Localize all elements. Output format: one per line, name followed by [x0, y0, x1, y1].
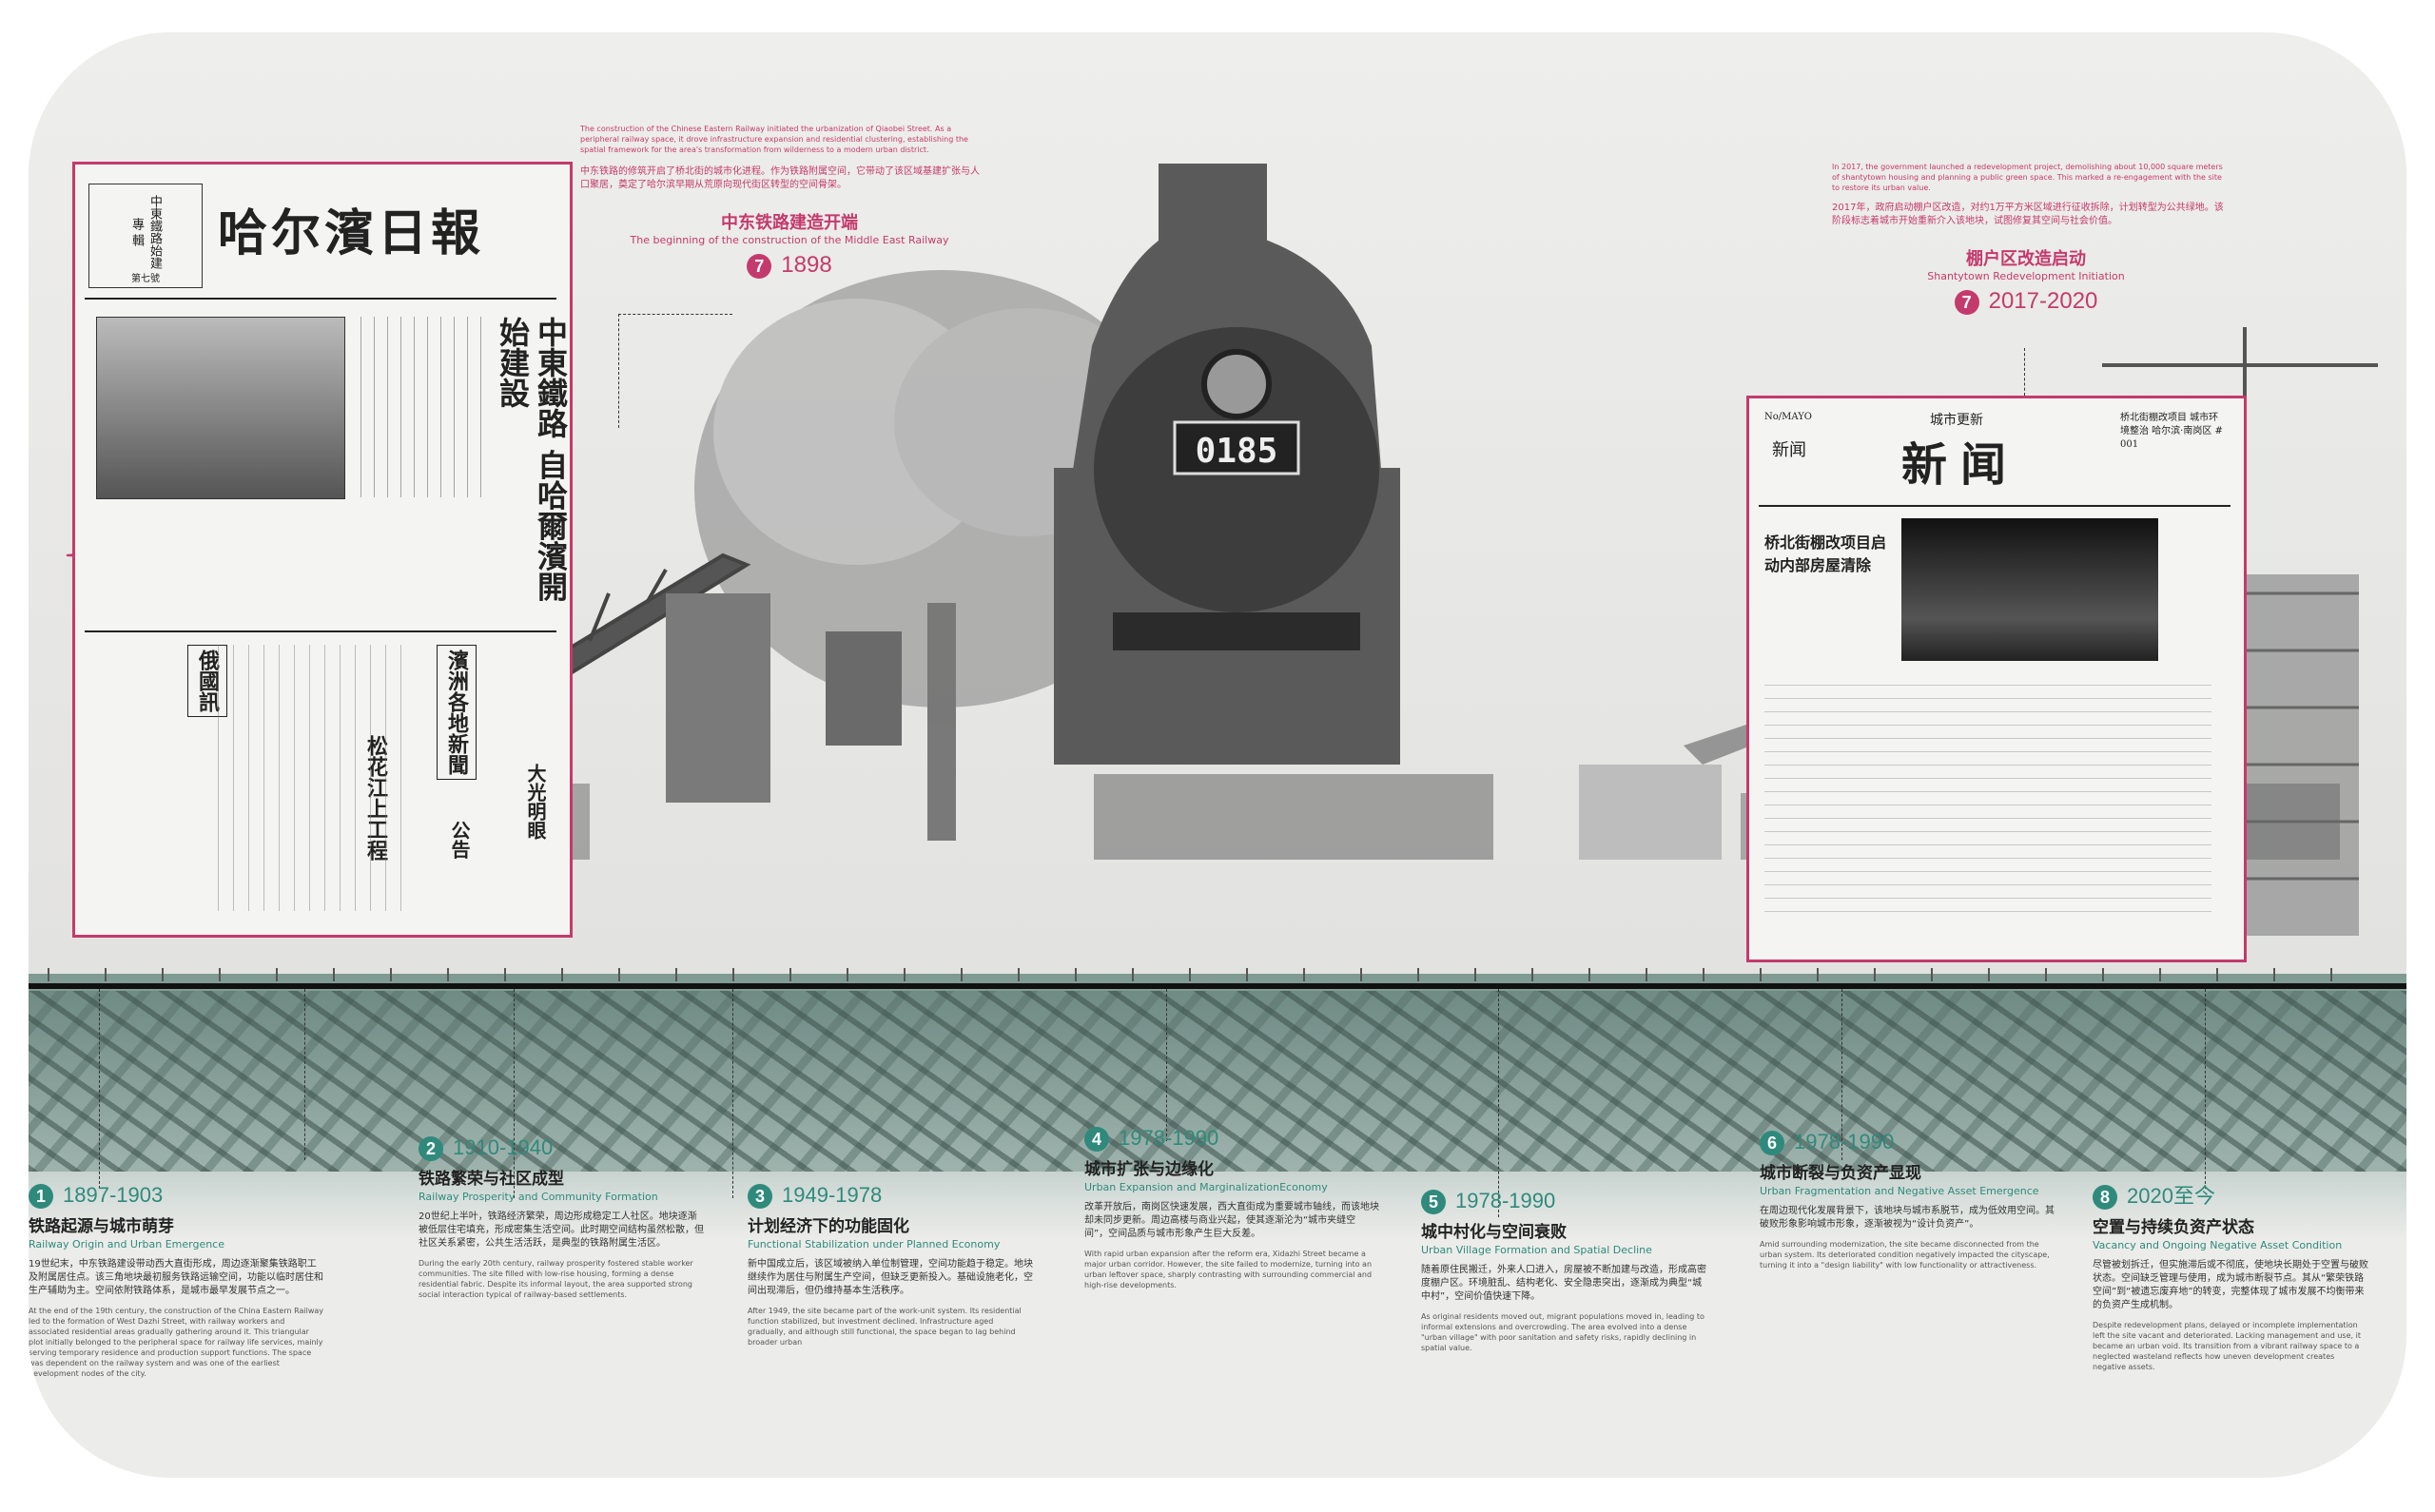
era-2-year: 1910-1940	[453, 1135, 554, 1159]
era-2: 2 1910-1940 铁路繁荣与社区成型 Railway Prosperity …	[419, 1135, 704, 1300]
callout-2017-note-cn: 2017年，政府启动棚户区改造，对约1万平方米区域进行征收拆除，计划转型为公共绿…	[1832, 203, 2224, 226]
masthead: 哈尔濱日報	[218, 204, 485, 262]
era-3: 3 1949-1978 计划经济下的功能固化 Functional Stabili…	[748, 1183, 1033, 1347]
era-3-title-en: Functional Stabilization under Planned E…	[748, 1238, 1001, 1251]
callout-1898-title-en: The beginning of the construction of the…	[630, 234, 949, 246]
era-3-number: 3	[748, 1184, 772, 1210]
night-demolition-photo	[1901, 518, 2158, 661]
era-6-number: 6	[1760, 1131, 1784, 1156]
era-3-title-cn: 计划经济下的功能固化	[748, 1217, 909, 1237]
callout-1898-title-cn: 中东铁路建造开端	[721, 213, 858, 233]
era-5-number: 5	[1421, 1190, 1446, 1215]
era-6: 6 1978-1990 城市断裂与负资产显现 Urban Fragmentatio…	[1760, 1130, 2055, 1270]
era-1-body-en: At the end of the 19th century, the cons…	[29, 1307, 323, 1379]
brick-building-image	[666, 593, 770, 803]
headline: 中東鐵路 自哈爾濱開始建設	[495, 317, 569, 602]
callout-1898: 中东铁路建造开端 The beginning of the constructi…	[599, 209, 980, 279]
era-6-body-cn: 在周边现代化发展背景下，该地块与城市系脱节，成为低效用空间。其破败形象影响城市形…	[1760, 1206, 2055, 1231]
era-3-year: 1949-1978	[782, 1183, 883, 1207]
leader-1898	[618, 314, 732, 315]
era-5-body-en: As original residents moved out, migrant…	[1421, 1312, 1704, 1353]
era-1-title-en: Railway Origin and Urban Emergence	[29, 1238, 224, 1251]
station-building-image	[1579, 765, 1722, 860]
leader-2017	[2024, 348, 2025, 396]
locomotive-image: 0185	[1054, 164, 1400, 765]
era-8-title-en: Vacancy and Ongoing Negative Asset Condi…	[2093, 1239, 2343, 1252]
era-8: 8 2020至今 空置与持续负资产状态 Vacancy and Ongoing N…	[2093, 1179, 2368, 1372]
era-6-title-en: Urban Fragmentation and Negative Asset E…	[1760, 1185, 2039, 1198]
timeline-ticks	[48, 968, 2368, 981]
callout-2017-number: 7	[1954, 289, 1979, 315]
paper-subtitle: 城市更新	[1930, 413, 1983, 428]
era-2-title-cn: 铁路繁荣与社区成型	[419, 1170, 564, 1190]
board: 0185 中東鐵路始建 專 輯 第七號 哈尔濱日報 中東鐵路 自哈爾濱開始建設 …	[29, 32, 2406, 1478]
callout-2017-year: 2017-2020	[1988, 288, 2098, 314]
era-5: 5 1978-1990 城中村化与空间衰败 Urban Village Forma…	[1421, 1189, 1706, 1353]
issue-label: 第七號	[131, 274, 160, 284]
era-6-body-en: Amid surrounding modernization, the site…	[1760, 1240, 2050, 1270]
era-6-year: 1978-1990	[1794, 1130, 1895, 1153]
era-1-number: 1	[29, 1184, 53, 1210]
era-8-year: 2020至今	[2127, 1184, 2215, 1208]
era-2-body-cn: 20世纪上半叶，铁路经济繁荣，周边形成稳定工人社区。地块逐渐被低层住宅填充，形成…	[419, 1212, 704, 1250]
newspaper-2017: No/MAYO 新闻 城市更新 新闻 桥北街棚改项目 城市环境整治 哈尔滨·南岗…	[1746, 396, 2247, 962]
paper-right-box: 桥北街棚改项目 城市环境整治 哈尔滨·南岗区 # 001	[2120, 413, 2223, 450]
locomotive-number: 0185	[1196, 432, 1278, 471]
era-5-body-cn: 随着原住民搬迁，外来人口进入，房屋被不断加建与改造，形成高密度棚户区。环境脏乱、…	[1421, 1265, 1706, 1303]
era-8-body-cn: 尽管被划拆迁，但实施滞后或不彻底，使地块长期处于空置与破败状态。空间缺乏管理与使…	[2093, 1260, 2368, 1311]
era-4-title-cn: 城市扩张与边缘化	[1084, 1160, 1214, 1180]
paper-headline: 桥北街棚改项目启动内部房屋清除	[1764, 533, 1887, 574]
column-songhua: 松花江上工程	[363, 735, 388, 861]
era-3-body-en: After 1949, the site became part of the …	[748, 1307, 1022, 1347]
era-5-title-cn: 城中村化与空间衰败	[1421, 1223, 1567, 1243]
timeline-axis	[29, 983, 2406, 989]
era-1-year: 1897-1903	[63, 1183, 164, 1207]
era-1-body-cn: 19世纪末，中东铁路建设带动西大直街形成，周边逐渐聚集铁路职工及附属居住点。该三…	[29, 1259, 323, 1297]
era-2-body-en: During the early 20th century, railway p…	[419, 1259, 693, 1300]
side-label: 中東鐵路始建 專 輯	[129, 195, 162, 269]
column-local-news: 濱洲各地新聞	[437, 645, 477, 780]
callout-1898-year: 1898	[781, 252, 832, 278]
callout-1898-note-en: The construction of the Chinese Eastern …	[580, 125, 968, 154]
callout-1898-number: 7	[747, 253, 772, 279]
paper-date: No/MAYO	[1764, 412, 1812, 422]
era-5-year: 1978-1990	[1455, 1189, 1556, 1212]
era-2-number: 2	[419, 1136, 443, 1162]
era-3-body-cn: 新中国成立后，该区域被纳入单位制管理，空间功能趋于稳定。地块继续作为居住与附属生…	[748, 1259, 1033, 1297]
callout-2017: 棚户区改造启动 Shantytown Redevelopment Initiat…	[1855, 245, 2197, 315]
column-notice: 公告	[448, 821, 471, 859]
era-1: 1 1897-1903 铁路起源与城市萌芽 Railway Origin and …	[29, 1183, 323, 1379]
era-4-title-en: Urban Expansion and MarginalizationEcono…	[1084, 1181, 1328, 1194]
era-4: 4 1978-1990 城市扩张与边缘化 Urban Expansion and …	[1084, 1126, 1379, 1290]
era-6-title-cn: 城市断裂与负资产显现	[1760, 1164, 1921, 1184]
era-4-number: 4	[1084, 1127, 1109, 1153]
era-4-body-en: With rapid urban expansion after the ref…	[1084, 1250, 1373, 1290]
era-8-body-en: Despite redevelopment plans, delayed or …	[2093, 1321, 2361, 1372]
callout-2017-note-en: In 2017, the government launched a redev…	[1832, 163, 2223, 192]
era-5-title-en: Urban Village Formation and Spatial Decl…	[1421, 1244, 1652, 1257]
callout-2017-title-en: Shantytown Redevelopment Initiation	[1927, 270, 2125, 282]
era-4-body-cn: 改革开放后，南岗区快速发展，西大直街成为重要城市轴线，而该地块却未同步更新。周边…	[1084, 1202, 1379, 1240]
callout-1898-note-cn: 中东铁路的修筑开启了桥北街的城市化进程。作为铁路附属空间，它带动了该区域基建扩张…	[580, 166, 980, 190]
paper-small-mast: 新闻	[1772, 440, 1806, 460]
newspaper-1898: 中東鐵路始建 專 輯 第七號 哈尔濱日報 中東鐵路 自哈爾濱開始建設 俄國訊 濱…	[72, 162, 573, 938]
paper-masthead: 新闻	[1901, 438, 2020, 492]
era-4-year: 1978-1990	[1119, 1126, 1219, 1150]
era-2-title-en: Railway Prosperity and Community Formati…	[419, 1191, 658, 1204]
era-8-title-cn: 空置与持续负资产状态	[2093, 1218, 2254, 1238]
historic-photo	[96, 317, 345, 499]
era-1-title-cn: 铁路起源与城市萌芽	[29, 1217, 174, 1237]
column-russia: 俄國訊	[187, 645, 227, 717]
era-8-number: 8	[2093, 1185, 2117, 1211]
callout-2017-title-cn: 棚户区改造启动	[1966, 249, 2086, 269]
column-bright-eye: 大光明眼	[524, 764, 547, 840]
